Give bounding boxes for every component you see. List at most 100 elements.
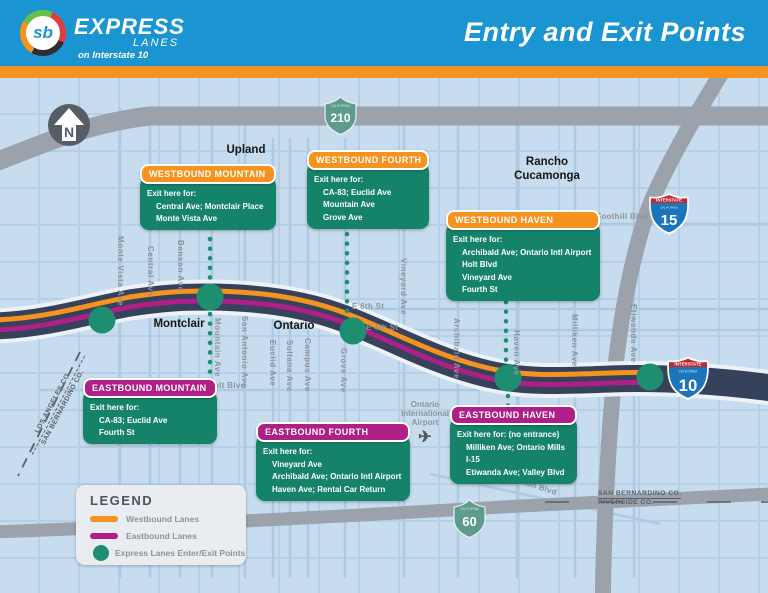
sb-logo-text: sb [26, 16, 60, 50]
street-label-e-6th-st: E 6th St [352, 302, 385, 311]
svg-text:INTERSTATE: INTERSTATE [675, 361, 702, 366]
route-210-shield-icon: CALIFORNIA 210 [324, 96, 357, 136]
freeway-15 [595, 78, 728, 593]
street-label-e-4th-st: E 4th St [366, 323, 399, 332]
callout-item: Vineyard Ave [272, 459, 322, 469]
westbound-line-swatch [90, 516, 118, 522]
header-accent-bar [0, 66, 768, 78]
callout-title: WESTBOUND HAVEN [446, 210, 600, 230]
north-arrow-icon: N [48, 104, 90, 146]
city-label-montclair: Montclair [153, 318, 205, 330]
street-label-campus-ave: Campus Ave [303, 338, 312, 392]
legend: LEGEND Westbound Lanes Eastbound Lanes E… [76, 485, 246, 565]
county-label-san-bernardino-bottom: SAN BERNARDINO CO. [598, 490, 682, 499]
street-label-monte-vista-ave: Monte Vista Ave [116, 236, 125, 307]
county-boundary-bottom: SAN BERNARDINO CO. RIVERSIDE CO. [598, 490, 682, 506]
interstate-15-shield-icon: INTERSTATE CALIFORNIA 15 [649, 193, 689, 235]
street-label-sultana-ave: Sultana Ave [285, 340, 294, 392]
street-label-euclid-ave: Euclid Ave [268, 340, 277, 387]
callout-title: WESTBOUND FOURTH [307, 150, 429, 170]
callout-intro: Exit here for: [147, 189, 197, 198]
svg-text:15: 15 [661, 212, 678, 229]
svg-text:N: N [64, 124, 74, 140]
street-label-archibald-ave: Archibald Ave [452, 318, 461, 379]
callout-title: WESTBOUND MOUNTAIN [140, 164, 276, 184]
callout-item: Archibald Ave; Ontario Intl Airport [462, 247, 592, 257]
logo-lanes-text: LANES [133, 37, 180, 49]
svg-text:CALIFORNIA: CALIFORNIA [460, 507, 480, 511]
airport-label: Ontario International Airport ✈ [392, 400, 458, 447]
callout-westbound-haven: WESTBOUND HAVEN Exit here for: Archibald… [446, 210, 600, 301]
plane-icon: ✈ [418, 428, 432, 446]
street-label-central-ave: Central Ave [146, 246, 155, 297]
callout-item: Vineyard Ave [462, 272, 512, 282]
street-label-haven-ave: Haven Ave [512, 330, 521, 376]
callout-item: Milliken Ave; Ontario Mills [466, 442, 565, 452]
callout-item: Etiwanda Ave; Valley Blvd [466, 467, 565, 477]
callout-item: Archibald Ave; Ontario Intl Airport [272, 472, 402, 481]
city-label-ontario: Ontario [273, 320, 315, 332]
svg-text:CALIFORNIA: CALIFORNIA [679, 370, 699, 374]
callout-intro: Exit here for: [90, 403, 140, 412]
street-label-holt-blvd: Holt Blvd [208, 381, 246, 390]
logo-tagline: on Interstate 10 [78, 50, 149, 61]
street-label-mountain-ave: Mountain Ave [213, 318, 222, 378]
callout-intro: Exit here for: (no entrance) [457, 430, 560, 439]
callout-item: Haven Ave; Rental Car Return [272, 484, 386, 494]
street-label-etiwanda-ave: Etiwanda Ave [629, 304, 638, 363]
street-label-e-foothill-blvd: E Foothill Blvd [588, 212, 649, 221]
svg-text:210: 210 [330, 111, 350, 125]
street-label-san-antonio-ave: San Antonio Ave [240, 316, 249, 389]
county-label-riverside: RIVERSIDE CO. [598, 499, 654, 506]
callout-item: Holt Blvd [462, 260, 498, 269]
callout-item: Monte Vista Ave [156, 214, 218, 223]
logo-express-text: EXPRESS [74, 14, 185, 39]
map-canvas: N CALIFORNIA 210 CALIFORNIA 60 INTERSTAT… [0, 78, 768, 593]
legend-item-express-points: Express Lanes Enter/Exit Points [90, 545, 245, 561]
street-label-grove-ave: Grove Ave [339, 348, 348, 393]
callout-intro: Exit here for: [263, 447, 313, 456]
callout-item: CA-83; Euclid Ave [99, 415, 168, 425]
express-points [88, 283, 664, 392]
eastbound-line-swatch [90, 533, 118, 539]
header: sb EXPRESS LANES on Interstate 10 Entry … [0, 0, 768, 66]
legend-item-westbound: Westbound Lanes [90, 513, 236, 525]
street-label-benson-ave: Benson Ave [176, 240, 185, 292]
svg-text:10: 10 [679, 376, 698, 395]
city-label-rancho-cucamonga: Rancho Cucamonga [514, 156, 580, 182]
legend-item-eastbound: Eastbound Lanes [90, 530, 236, 542]
legend-title: LEGEND [90, 493, 154, 508]
dotted-connectors [207, 231, 511, 409]
callout-eastbound-mountain: EASTBOUND MOUNTAIN Exit here for: CA-83;… [83, 378, 217, 444]
callout-title: EASTBOUND FOURTH [256, 422, 410, 442]
express-point-swatch [93, 545, 109, 561]
city-label-upland: Upland [226, 144, 266, 156]
callout-item: I-15 [466, 455, 480, 464]
callout-item: CA-83; Euclid Ave [323, 187, 392, 197]
callout-item: Central Ave; Montclair Place [156, 201, 264, 211]
sb-logo-icon: sb [20, 10, 66, 56]
interstate-10-shield-icon: INTERSTATE CALIFORNIA 10 [667, 356, 709, 400]
callout-title: EASTBOUND MOUNTAIN [83, 378, 217, 398]
callout-eastbound-haven: EASTBOUND HAVEN Exit here for: (no entra… [450, 405, 577, 484]
route-60-shield-icon: CALIFORNIA 60 [453, 499, 486, 539]
callout-item: Mountain Ave [323, 200, 375, 209]
svg-text:CALIFORNIA: CALIFORNIA [660, 206, 678, 210]
callout-item: Grove Ave [323, 212, 363, 222]
callout-westbound-mountain: WESTBOUND MOUNTAIN Exit here for: Centra… [140, 164, 276, 230]
callout-title: EASTBOUND HAVEN [450, 405, 577, 425]
svg-text:CALIFORNIA: CALIFORNIA [331, 104, 351, 108]
svg-text:INTERSTATE: INTERSTATE [656, 198, 682, 203]
page-title: Entry and Exit Points [463, 17, 746, 47]
callout-westbound-fourth: WESTBOUND FOURTH Exit here for: CA-83; E… [307, 150, 429, 229]
street-label-vineyard-ave: Vineyard Ave [399, 258, 408, 316]
callout-intro: Exit here for: [314, 175, 364, 184]
airport-name: Ontario International Airport [400, 400, 449, 428]
callout-eastbound-fourth: EASTBOUND FOURTH Exit here for: Vineyard… [256, 422, 410, 501]
svg-text:60: 60 [462, 514, 476, 529]
county-line-left [17, 351, 81, 477]
callout-intro: Exit here for: [453, 235, 503, 244]
callout-item: Fourth St [99, 428, 135, 437]
callout-item: Fourth St [462, 285, 498, 294]
